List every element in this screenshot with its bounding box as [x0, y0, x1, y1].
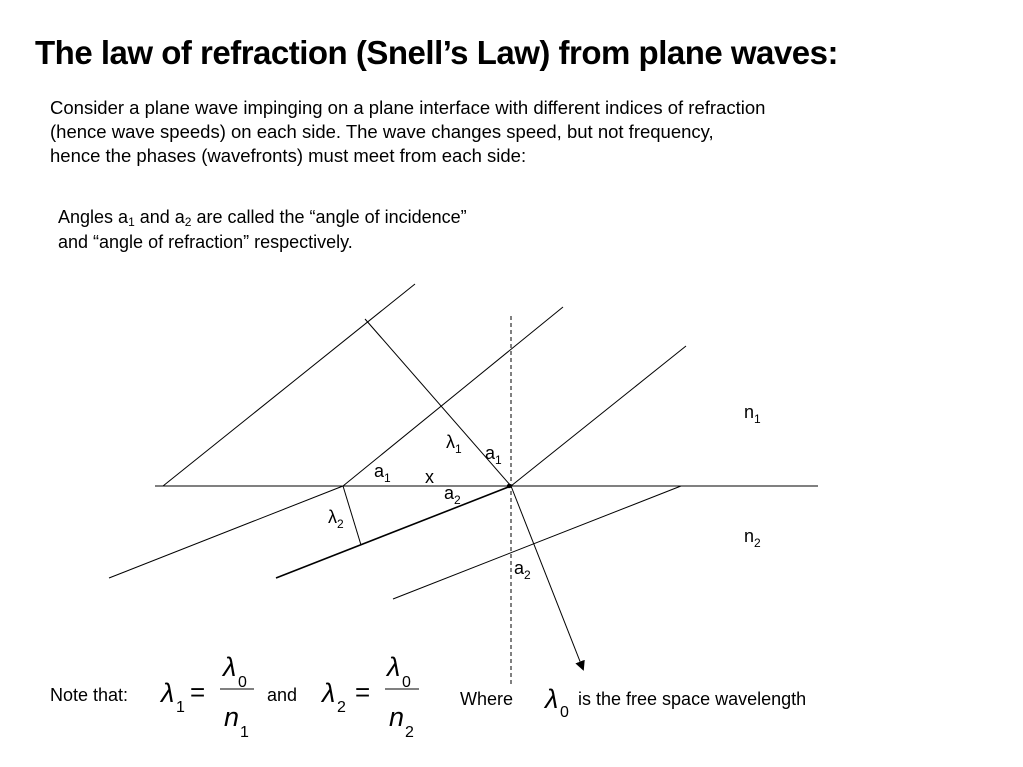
slide-title: The law of refraction (Snell’s Law) from… [35, 34, 838, 71]
angles-line-2: and “angle of refraction” respectively. [58, 232, 353, 252]
incident-ray [364, 318, 512, 487]
wavefront-lower-3 [392, 485, 682, 600]
svg-text:λ: λ [543, 684, 558, 714]
lambda1-label: λ1 [446, 432, 462, 456]
wavefront-upper-2 [342, 306, 564, 487]
intro-paragraph: Consider a plane wave impinging on a pla… [50, 96, 765, 168]
svg-text:λ: λ [221, 652, 236, 682]
angles-line-1: Angles a1 and a2 are called the “angle o… [58, 207, 467, 229]
note-that-label: Note that: [50, 685, 129, 705]
svg-text:2: 2 [405, 724, 414, 741]
wavefront-lower-2 [275, 485, 512, 579]
svg-text:1: 1 [176, 699, 185, 716]
equation-lambda1: λ 1 = λ 0 n 1 [159, 652, 254, 741]
free-space-wavelength-label: is the free space wavelength [578, 689, 807, 709]
wavefront-lower-1 [108, 485, 344, 579]
intro-line-1: Consider a plane wave impinging on a pla… [50, 97, 766, 118]
svg-text:n: n [389, 702, 404, 732]
a1-angle-label-left: a1 [374, 461, 391, 485]
x-label: x [425, 467, 434, 487]
svg-text:2: 2 [337, 699, 346, 716]
a2-angle-label-mid: a2 [444, 483, 461, 507]
where-label: Where [460, 689, 514, 709]
intro-line-2: (hence wave speeds) on each side. The wa… [50, 121, 714, 142]
contact-point [506, 483, 512, 489]
svg-text:n: n [224, 702, 239, 732]
svg-text:λ: λ [385, 652, 400, 682]
a1-angle-label-right: a1 [485, 443, 502, 467]
lambda2-segment [342, 485, 362, 546]
lambda0-symbol: λ 0 [543, 684, 569, 721]
refracted-ray [510, 485, 585, 671]
n1-label: n1 [744, 402, 761, 426]
n2-label: n2 [744, 526, 761, 550]
wavefront-upper-3 [510, 345, 687, 487]
svg-text:λ: λ [159, 678, 174, 708]
intro-line-3: hence the phases (wavefronts) must meet … [50, 145, 527, 166]
svg-text:0: 0 [402, 674, 411, 691]
svg-text:λ: λ [320, 678, 335, 708]
angles-note: Angles a1 and a2 are called the “angle o… [58, 205, 467, 255]
svg-text:=: = [355, 677, 370, 707]
svg-text:0: 0 [560, 704, 569, 721]
lambda2-label: λ2 [328, 507, 344, 531]
svg-text:0: 0 [238, 674, 247, 691]
svg-text:1: 1 [240, 724, 249, 741]
wavefront-upper-1 [162, 283, 416, 487]
svg-text:=: = [190, 677, 205, 707]
equation-lambda2: λ 2 = λ 0 n 2 [320, 652, 419, 741]
and-label: and [267, 685, 298, 705]
a2-angle-label-low: a2 [514, 558, 531, 582]
